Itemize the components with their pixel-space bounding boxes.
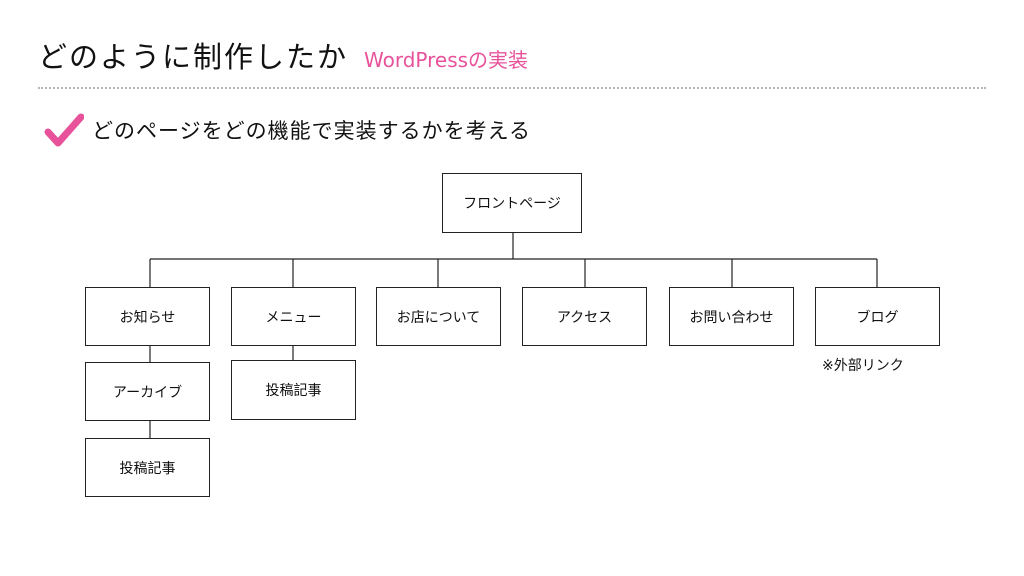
- node-blog: ブログ: [815, 287, 940, 346]
- checkmark-icon: [44, 113, 84, 147]
- node-oshirase-post: 投稿記事: [85, 438, 210, 497]
- page-title: どのように制作したか: [38, 40, 349, 74]
- checklist-text: どのページをどの機能で実装するかを考える: [92, 119, 531, 143]
- node-menu: メニュー: [231, 287, 356, 346]
- page-subtitle: WordPressの実装: [364, 48, 529, 72]
- node-access: アクセス: [522, 287, 647, 346]
- page-header: どのように制作したか WordPressの実装: [38, 34, 528, 76]
- node-archive: アーカイブ: [85, 362, 210, 421]
- node-menu-post: 投稿記事: [231, 360, 356, 420]
- node-oshirase: お知らせ: [85, 287, 210, 346]
- checklist-item: どのページをどの機能で実装するかを考える: [44, 112, 531, 148]
- node-front-page: フロントページ: [442, 173, 582, 233]
- external-link-note: ※外部リンク: [822, 358, 904, 374]
- node-contact: お問い合わせ: [669, 287, 794, 346]
- node-about-shop: お店について: [376, 287, 501, 346]
- header-divider: [38, 87, 986, 89]
